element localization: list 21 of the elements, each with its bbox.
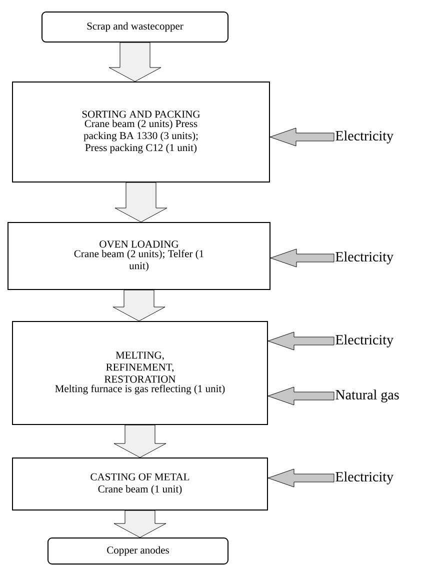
source-label: Natural gas [336,390,399,402]
block-arrow [112,290,166,322]
source-label: Electricity [336,472,394,484]
terminal-box: Scrap and wastecopper [42,12,228,42]
source-label: Electricity [336,252,394,264]
source-label: Electricity [336,130,394,144]
terminal-box: Copper anodes [48,538,228,564]
process-box: OVEN LOADING Crane beam (2 units); Telfer (1 unit) [8,222,270,290]
block-arrow [270,248,334,268]
process-box: MELTING, REFINEMENT, RESTORATION Melting furnace is gas reflecting (1 unit) [12,321,268,425]
process-box: CASTING OF METAL Crane beam (1 unit) [12,458,268,510]
block-arrow [268,386,334,406]
block-arrow [268,332,334,350]
block-arrow [114,510,166,538]
source-label: Electricity [336,334,394,348]
process-box: SORTING AND PACKING Crane beam (2 units) Press packing BA 1330 (3 units); Press packing C12 (1 unit) [12,82,270,182]
block-arrow [114,182,168,222]
block-arrow [270,128,334,146]
block-arrow [108,42,162,82]
block-arrow [114,424,166,458]
block-arrow [268,468,334,488]
